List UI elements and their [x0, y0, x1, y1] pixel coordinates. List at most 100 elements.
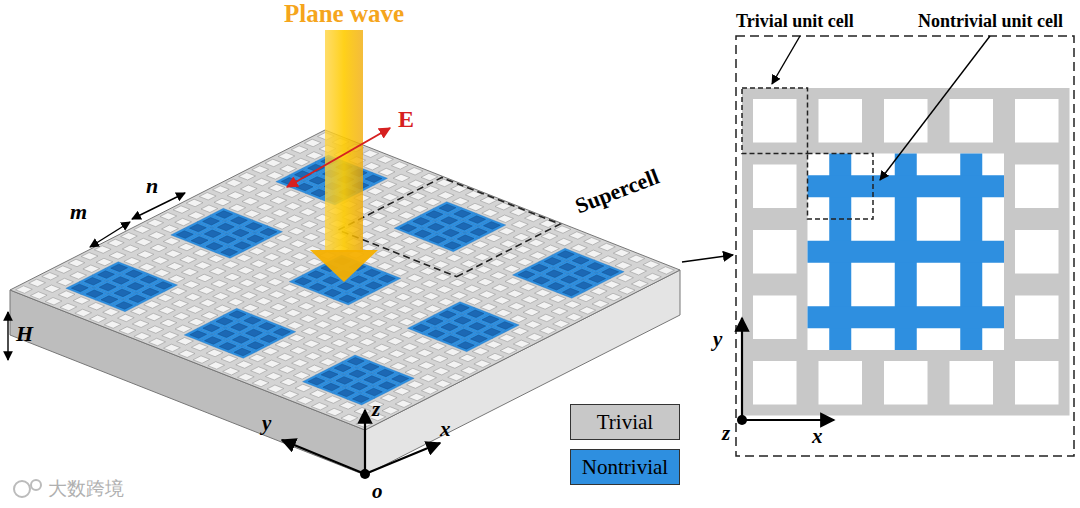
cell-hole — [214, 198, 231, 206]
plane-wave-head — [310, 250, 378, 282]
cell-hole — [311, 403, 328, 411]
cell-hole — [374, 238, 391, 246]
cell-hole — [323, 383, 340, 391]
axis-label: y — [262, 412, 271, 435]
cell-hole — [154, 269, 171, 277]
cell-hole — [326, 408, 343, 416]
cell-hole — [201, 205, 218, 213]
cell-hole — [499, 334, 516, 342]
cell-hole — [416, 243, 433, 251]
cell-hole — [554, 226, 571, 234]
cell-hole — [490, 272, 507, 280]
cell-hole — [286, 215, 303, 223]
cell-hole — [264, 360, 281, 368]
origin-dot — [737, 415, 747, 425]
cell-hole — [398, 318, 415, 326]
cell-hole — [273, 222, 290, 230]
cell-hole — [288, 228, 305, 236]
cell-hole — [301, 221, 318, 229]
cell-hole — [454, 210, 471, 218]
cell-hole — [324, 289, 341, 297]
cell-hole — [149, 338, 166, 346]
cell-hole — [178, 350, 195, 358]
nontrivial-region — [808, 154, 1005, 351]
cell-hole — [485, 234, 502, 242]
cell-hole — [167, 263, 184, 271]
cell-hole — [352, 288, 369, 296]
cell-hole — [495, 309, 512, 317]
cell-hole — [548, 283, 565, 291]
cell-hole — [470, 228, 487, 236]
cell-hole — [262, 348, 279, 356]
cell-hole — [303, 233, 320, 241]
cell-hole — [277, 353, 294, 361]
cell-hole — [393, 174, 410, 182]
cell-hole — [520, 283, 537, 291]
cell-hole — [423, 186, 440, 194]
cell-hole — [390, 363, 407, 371]
cell-hole — [367, 188, 384, 196]
cell-hole — [168, 275, 185, 283]
cell-hole — [394, 388, 411, 396]
cell-hole — [516, 258, 533, 266]
cell-hole — [291, 146, 308, 154]
cell-hole — [90, 315, 107, 323]
cell-hole — [291, 253, 308, 261]
cell-hole — [267, 385, 284, 393]
cell-hole — [177, 338, 194, 346]
cell-hole — [494, 297, 511, 305]
trivial-hole — [950, 99, 994, 143]
cell-hole — [292, 359, 309, 367]
cell-hole — [439, 311, 456, 319]
cell-hole — [297, 397, 314, 405]
cell-hole — [159, 307, 176, 315]
e-field-arrow — [287, 128, 390, 187]
cell-hole — [469, 323, 486, 331]
trivial-cell-outline — [742, 88, 808, 154]
cell-hole — [500, 240, 517, 248]
cell-hole — [395, 187, 412, 195]
cell-hole — [428, 223, 445, 231]
cell-hole — [479, 291, 496, 299]
cell-hole — [218, 223, 235, 231]
cell-hole — [377, 156, 394, 164]
trivial-hole — [1015, 99, 1059, 143]
cell-hole — [420, 268, 437, 276]
cell-hole — [391, 162, 408, 170]
cell-hole — [144, 301, 161, 309]
cell-hole — [316, 333, 333, 341]
cell-hole — [310, 390, 327, 398]
cell-hole — [354, 408, 371, 416]
cell-hole — [362, 150, 379, 158]
cell-hole — [338, 389, 355, 397]
cell-hole — [564, 301, 581, 309]
cell-hole — [392, 268, 409, 276]
cell-hole — [173, 313, 190, 321]
cell-hole — [221, 355, 238, 363]
cell-hole — [260, 228, 277, 236]
cell-hole — [241, 292, 258, 300]
cell-hole — [280, 165, 297, 173]
nontrivial-bar — [808, 306, 1005, 328]
cell-hole — [252, 273, 269, 281]
cell-hole — [150, 244, 167, 252]
cell-hole — [497, 215, 514, 223]
callout-label: Trivial unit cell — [736, 12, 854, 32]
cell-hole — [444, 348, 461, 356]
cell-hole — [530, 252, 547, 260]
cell-hole — [425, 305, 442, 313]
cell-hole — [576, 282, 593, 290]
cell-hole — [300, 315, 317, 323]
cell-hole — [274, 328, 291, 336]
cell-hole — [295, 384, 312, 392]
cell-hole — [254, 285, 271, 293]
trivial-hole — [1015, 165, 1059, 209]
cell-hole — [599, 243, 616, 251]
cell-hole — [645, 273, 662, 281]
trivial-hole — [1015, 230, 1059, 274]
cell-hole — [160, 213, 177, 221]
cell-hole — [413, 218, 430, 226]
cell-hole — [191, 237, 208, 245]
cell-hole — [124, 258, 141, 266]
y-axis — [741, 318, 743, 420]
